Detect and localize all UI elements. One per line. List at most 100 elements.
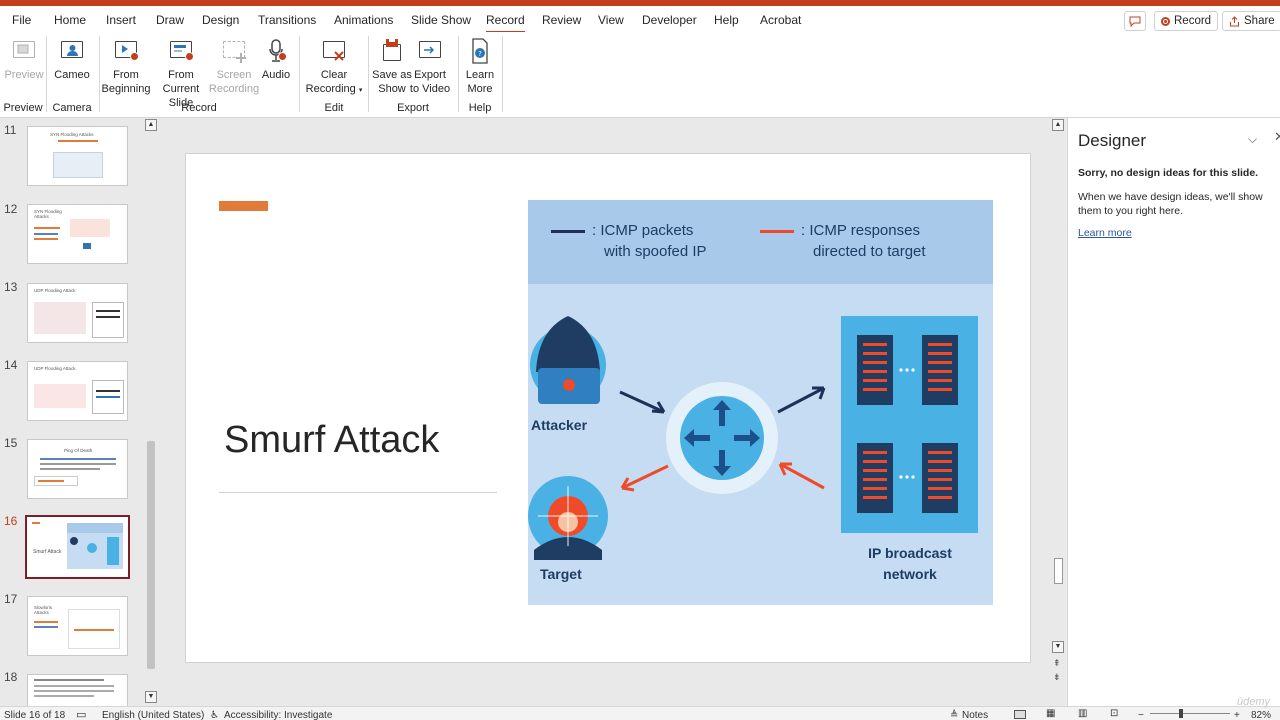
microphone-icon [263, 38, 289, 64]
save-as-show-label-2: Show [378, 83, 406, 95]
audio-button[interactable]: Audio [248, 36, 304, 82]
slide-title[interactable]: Smurf Attack [224, 419, 440, 461]
group-separator [458, 36, 459, 112]
tab-review[interactable]: Review [542, 13, 582, 27]
group-separator [299, 36, 300, 112]
thumbnail-title: UDP Flooding Attack [34, 288, 76, 293]
chevron-down-icon[interactable]: ⌵ [1248, 132, 1258, 146]
legend-text-responses: : ICMP responses directed to target [801, 222, 926, 260]
reading-view-icon[interactable]: ▥ [1078, 708, 1088, 719]
tab-transitions[interactable]: Transitions [258, 13, 317, 27]
slide-thumbnail-14[interactable]: UDP Flooding Attack [27, 361, 128, 421]
target-icon [528, 476, 608, 560]
zoom-slider-thumb[interactable] [1179, 709, 1183, 718]
group-record-label: Record [181, 102, 217, 114]
slide-number-active: 16 [4, 514, 18, 528]
save-as-show-button[interactable]: Save as Show [364, 36, 420, 96]
slide-thumbnail-13[interactable]: UDP Flooding Attack [27, 283, 128, 343]
zoom-out-icon[interactable]: − [1138, 710, 1144, 720]
slide-thumbnail-15[interactable]: Ping Of Death [27, 439, 128, 499]
tab-view[interactable]: View [598, 13, 624, 27]
from-current-slide-button[interactable]: From Current Slide [150, 36, 212, 110]
save-as-show-icon [379, 38, 405, 64]
slide-thumbnail-16[interactable]: Smurf Attack [25, 515, 130, 579]
zoom-in-icon[interactable]: + [1234, 710, 1240, 720]
tab-design[interactable]: Design [202, 13, 240, 27]
target-label: Target [540, 566, 582, 582]
thumbnail-title: UDP Flooding Attack [34, 366, 76, 371]
slide-thumbnail-18[interactable] [27, 674, 128, 706]
tab-slide-show[interactable]: Slide Show [411, 13, 472, 27]
from-beginning-button[interactable]: From Beginning [98, 36, 154, 96]
zoom-level[interactable]: 82% [1251, 710, 1272, 720]
learn-more-label-2: More [467, 83, 493, 95]
current-slide[interactable]: Smurf Attack : ICMP packets with spoofed… [185, 153, 1031, 663]
designer-heading: Sorry, no design ideas for this slide. [1078, 167, 1259, 179]
export-to-video-label-2: to Video [409, 83, 451, 95]
designer-body: When we have design ideas, we'll show th… [1078, 191, 1263, 217]
tab-acrobat[interactable]: Acrobat [760, 13, 802, 27]
slide-thumbnail-12[interactable]: SYN Flooding Attacks [27, 204, 128, 264]
status-bar: Slide 16 of 18 ▭ English (United States)… [0, 706, 1280, 720]
tab-draw[interactable]: Draw [156, 13, 185, 27]
accessibility-status[interactable]: Accessibility: Investigate [224, 710, 333, 720]
normal-view-icon[interactable] [1014, 710, 1026, 719]
thumbnail-title: SYN Flooding Attacks [34, 209, 62, 219]
help-icon: ? [467, 38, 493, 64]
scrollbar-thumb[interactable] [147, 441, 155, 669]
learn-more-link[interactable]: Learn more [1078, 227, 1132, 239]
clear-recording-button[interactable]: Clear Recording ▾ [304, 36, 364, 98]
slide-sorter-icon[interactable]: ▦ [1046, 708, 1056, 719]
group-preview-label: Preview [3, 102, 43, 114]
language-status[interactable]: English (United States) [102, 710, 205, 720]
screen-recording-icon [221, 38, 247, 64]
screen-recording-button[interactable]: Screen Recording [206, 36, 262, 96]
record-top-button[interactable]: Record [1154, 11, 1219, 31]
previous-slide-icon[interactable]: ⇞ [1053, 658, 1061, 668]
export-to-video-label-1: Export [414, 69, 446, 81]
preview-button[interactable]: Preview [0, 36, 52, 82]
scrollbar-thumb[interactable] [1054, 558, 1063, 584]
group-export-label: Export [397, 102, 429, 114]
slide-number: 14 [4, 358, 18, 372]
close-icon[interactable]: ✕ [1274, 129, 1280, 144]
tab-insert[interactable]: Insert [106, 13, 137, 27]
scroll-up-icon[interactable]: ▲ [1052, 119, 1064, 131]
router-icon [680, 396, 764, 480]
tab-file[interactable]: File [12, 13, 32, 27]
thumbnail-title: SYN Flooding Attacks [50, 132, 94, 137]
window-top-strip [0, 0, 1280, 6]
share-button[interactable]: Share [1222, 11, 1280, 31]
comments-button[interactable] [1124, 11, 1146, 31]
tab-record[interactable]: Record [486, 13, 525, 34]
legend-line-responses [760, 230, 794, 233]
accessibility-icon: ♿ [210, 710, 219, 720]
export-to-video-button[interactable]: Export to Video [402, 36, 458, 96]
tab-developer[interactable]: Developer [642, 13, 697, 27]
scroll-down-icon[interactable]: ▼ [1052, 641, 1064, 653]
spelling-icon[interactable]: ▭ [76, 709, 87, 720]
smurf-attack-diagram[interactable]: : ICMP packets with spoofed IP : ICMP re… [528, 200, 993, 605]
share-label: Share [1244, 15, 1275, 27]
zoom-slider[interactable] [1150, 713, 1230, 714]
slide-scrollbar[interactable]: ▲ ▼ ⇞ ⇟ [1052, 118, 1065, 706]
scroll-up-icon[interactable]: ▲ [145, 119, 157, 131]
slide-number: 12 [4, 202, 18, 216]
learn-more-button[interactable]: ? Learn More [452, 36, 508, 96]
record-from-current-icon [168, 38, 194, 64]
slide-thumbnail-17[interactable]: Slowloris Attacks [27, 596, 128, 656]
next-slide-icon[interactable]: ⇟ [1053, 672, 1061, 682]
tab-home[interactable]: Home [54, 13, 87, 27]
cameo-button[interactable]: Cameo [44, 36, 100, 82]
slide-counter: Slide 16 of 18 [4, 710, 66, 720]
notes-button[interactable]: Notes [962, 710, 989, 720]
slide-thumbnail-11[interactable]: SYN Flooding Attacks [27, 126, 128, 186]
tab-animations[interactable]: Animations [334, 13, 394, 27]
thumbnail-scrollbar[interactable]: ▲ ▼ [145, 118, 157, 706]
slide-show-icon[interactable]: ⊡ [1110, 708, 1119, 719]
tab-help[interactable]: Help [714, 13, 739, 27]
slide-number: 11 [4, 123, 17, 137]
scroll-down-icon[interactable]: ▼ [145, 691, 157, 703]
cameo-label: Cameo [54, 69, 90, 81]
legend-band [528, 200, 993, 284]
